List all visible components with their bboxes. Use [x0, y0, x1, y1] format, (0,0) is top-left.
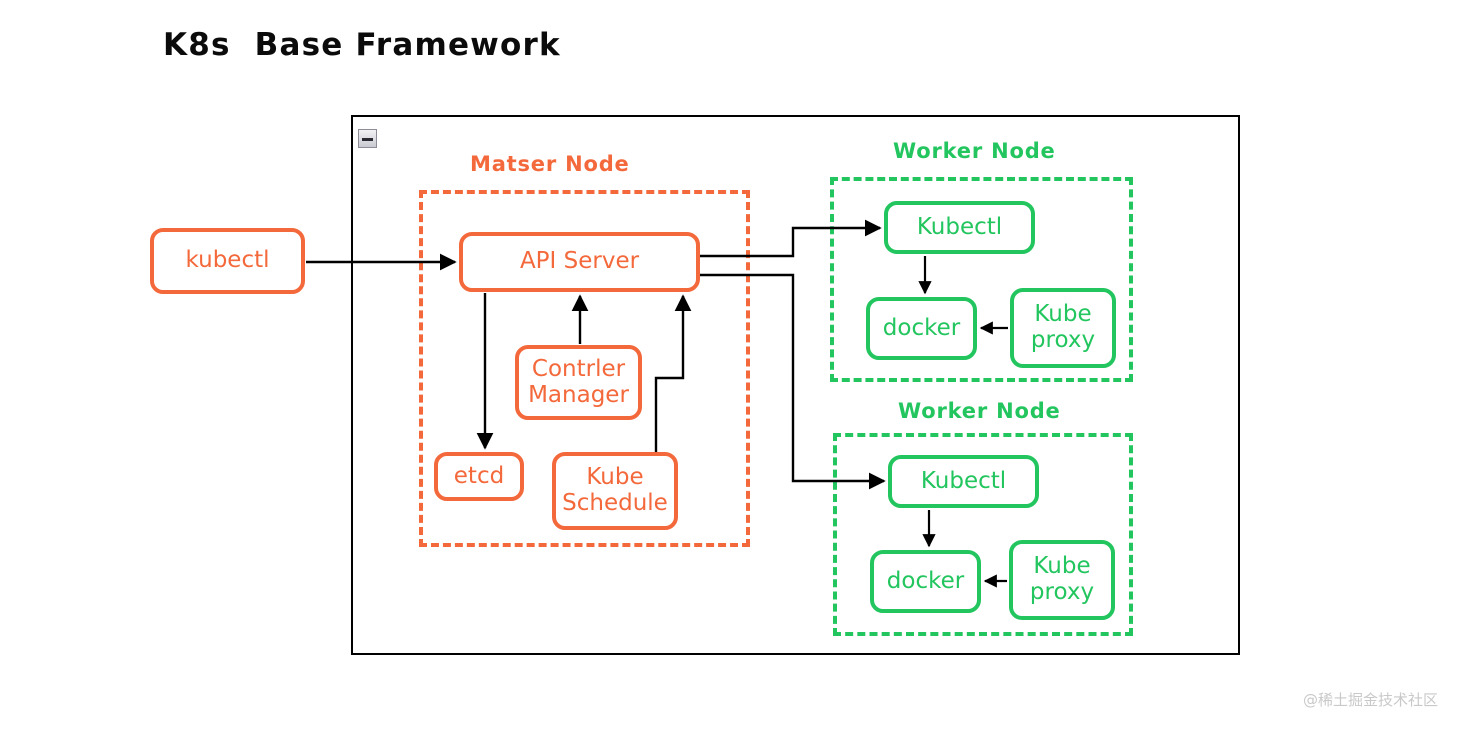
node-worker2-kube-proxy[interactable]: Kube proxy — [1009, 540, 1115, 620]
page-title: K8s Base Framework — [163, 27, 561, 63]
node-kube-schedule[interactable]: Kube Schedule — [552, 452, 678, 530]
watermark: @稀土掘金技术社区 — [1302, 691, 1438, 709]
group-box-worker-node-2 — [833, 433, 1133, 636]
group-label-worker-node-2: Worker Node — [898, 399, 1061, 423]
node-controller-manager[interactable]: Contrler Manager — [515, 345, 642, 420]
node-worker1-docker[interactable]: docker — [866, 297, 977, 360]
group-label-master: Matser Node — [470, 152, 630, 176]
node-worker1-kube-proxy[interactable]: Kube proxy — [1010, 288, 1116, 368]
node-client-kubectl[interactable]: kubectl — [150, 228, 305, 294]
minimize-icon[interactable] — [358, 129, 377, 148]
node-worker2-kubectl[interactable]: Kubectl — [888, 455, 1039, 508]
node-worker2-docker[interactable]: docker — [870, 550, 981, 613]
group-label-worker-node-1: Worker Node — [893, 139, 1056, 163]
node-api-server[interactable]: API Server — [459, 232, 700, 292]
node-etcd[interactable]: etcd — [434, 452, 524, 501]
node-worker1-kubectl[interactable]: Kubectl — [884, 201, 1035, 254]
